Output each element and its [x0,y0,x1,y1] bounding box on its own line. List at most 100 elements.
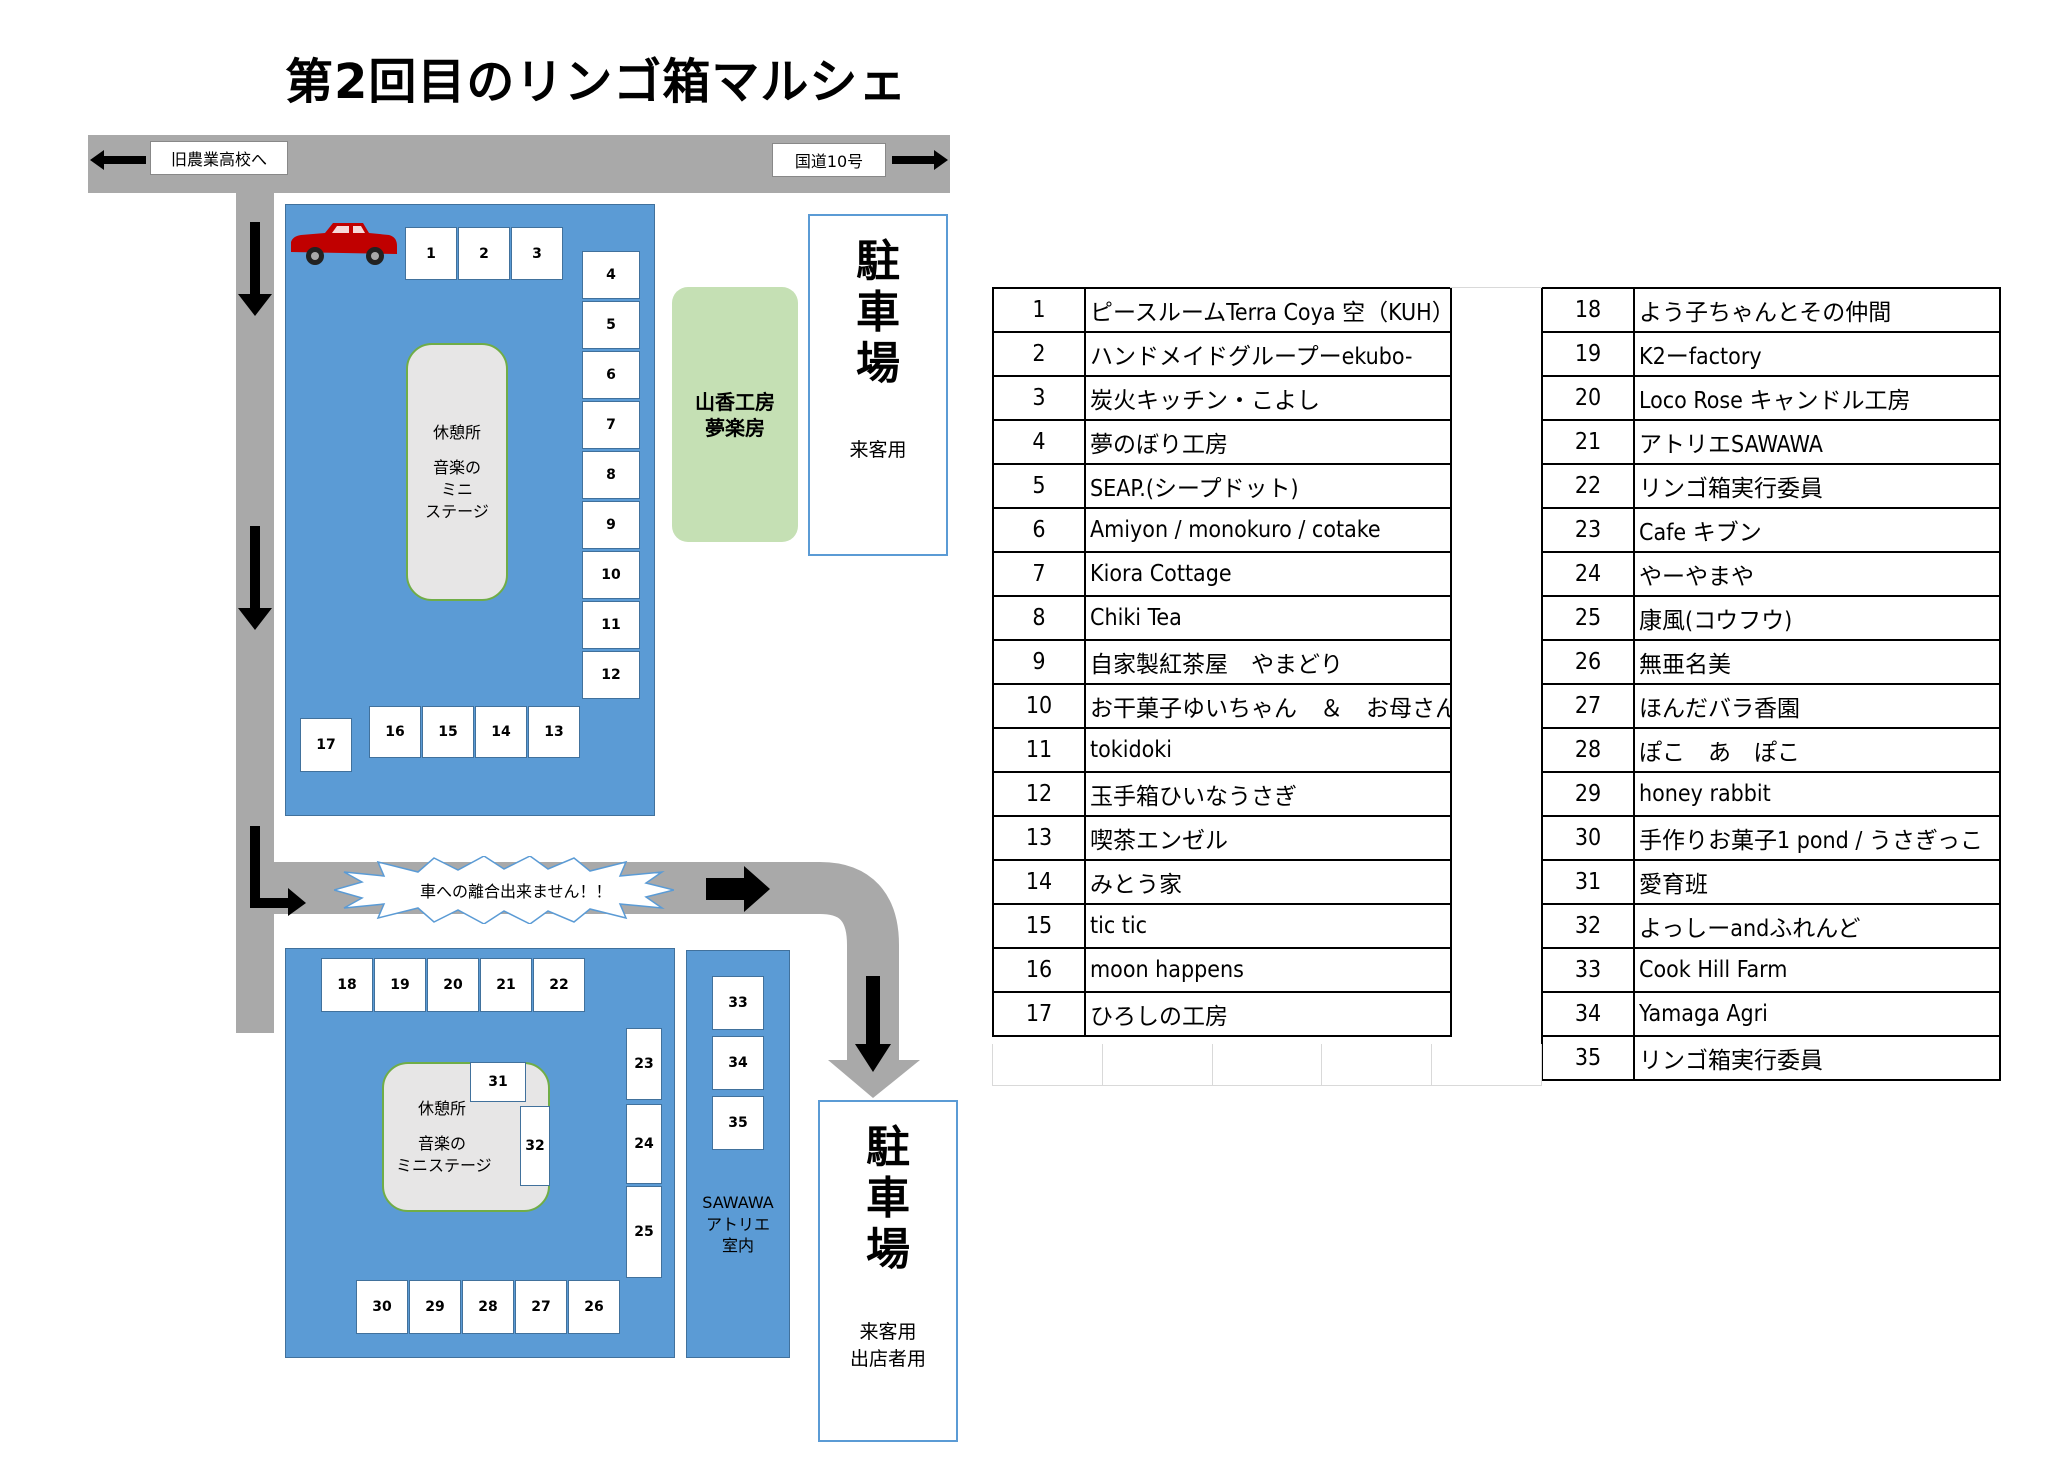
rest-area-north: 休憩所 音楽の ミニ ステージ [406,343,508,601]
sawawa-atelier-label: アトリエ [705,1214,770,1234]
arrow-down-icon [238,222,272,316]
vendor-name: moon happens [1084,947,1452,993]
vendor-number: 9 [992,639,1086,685]
booth-19[interactable]: 19 [374,958,426,1012]
vendor-name: ほんだバラ香園 [1633,683,2001,729]
booth-24[interactable]: 24 [626,1104,662,1184]
vendor-name: アトリエSAWAWA [1633,419,2001,465]
workshop-subname: 夢楽房 [705,415,765,440]
booth-23[interactable]: 23 [626,1028,662,1100]
booth-7[interactable]: 7 [582,401,640,449]
booth-22[interactable]: 22 [533,958,585,1012]
vendor-number: 35 [1541,1035,1635,1081]
vendor-number: 24 [1541,551,1635,597]
vendor-number: 29 [1541,771,1635,817]
vendor-number: 30 [1541,815,1635,861]
vendor-number: 32 [1541,903,1635,949]
booth-35[interactable]: 35 [712,1096,764,1150]
booth-4[interactable]: 4 [582,251,640,299]
vendor-name: Amiyon / monokuro / cotake [1084,507,1452,553]
booth-31[interactable]: 31 [470,1062,526,1102]
vendor-name: よっしーandふれんど [1633,903,2001,949]
vendor-number: 23 [1541,507,1635,553]
booth-21[interactable]: 21 [480,958,532,1012]
vendor-number: 6 [992,507,1086,553]
booth-18[interactable]: 18 [321,958,373,1012]
vendor-name: やーやまや [1633,551,2001,597]
booth-29[interactable]: 29 [409,1280,461,1334]
booth-5[interactable]: 5 [582,301,640,349]
vendor-name: リンゴ箱実行委員 [1633,463,2001,509]
vendor-name: お干菓子ゆいちゃん ＆ お母さん [1084,683,1452,729]
vendor-name: 炭火キッチン・こよし [1084,375,1452,421]
vendor-number: 16 [992,947,1086,993]
vendor-name: 無亜名美 [1633,639,2001,685]
booth-10[interactable]: 10 [582,551,640,599]
parking-char-1: 駐 [866,1122,910,1173]
vendor-number: 19 [1541,331,1635,377]
sign-old-agri-school: 旧農業高校へ [150,141,288,175]
vendor-name: tic tic [1084,903,1452,949]
vendor-name: ピースルームTerra Coya 空（KUH） [1084,287,1452,333]
booth-28[interactable]: 28 [462,1280,514,1334]
sawawa-name: SAWAWA [702,1193,774,1212]
arrow-corner-icon [250,826,306,916]
vendor-name: 愛育班 [1633,859,2001,905]
booth-15[interactable]: 15 [422,706,474,758]
vendor-number: 34 [1541,991,1635,1037]
parking-note-guest: 来客用 [859,1321,917,1344]
parking-north: 駐 車 場 来客用 [808,214,948,556]
booth-26[interactable]: 26 [568,1280,620,1334]
booth-8[interactable]: 8 [582,451,640,499]
vendor-number: 2 [992,331,1086,377]
vendor-name: 夢のぼり工房 [1084,419,1452,465]
booth-16[interactable]: 16 [369,706,421,758]
booth-13[interactable]: 13 [528,706,580,758]
booth-27[interactable]: 27 [515,1280,567,1334]
booth-3[interactable]: 3 [511,227,563,280]
booth-1[interactable]: 1 [405,227,457,280]
sawawa-label: SAWAWA アトリエ 室内 [686,1192,790,1257]
vendor-number: 12 [992,771,1086,817]
booth-6[interactable]: 6 [582,351,640,399]
vendor-number: 20 [1541,375,1635,421]
booth-30[interactable]: 30 [356,1280,408,1334]
booth-20[interactable]: 20 [427,958,479,1012]
arrow-right-icon [706,866,770,912]
booth-12[interactable]: 12 [582,651,640,699]
booth-32[interactable]: 32 [520,1106,550,1186]
vendor-number: 5 [992,463,1086,509]
vendor-name: honey rabbit [1633,771,2001,817]
page-title: 第2回目のリンゴ箱マルシェ [285,54,908,110]
booth-25[interactable]: 25 [626,1186,662,1278]
booth-34[interactable]: 34 [712,1036,764,1090]
vendor-number: 17 [992,991,1086,1037]
booth-11[interactable]: 11 [582,601,640,649]
booth-17[interactable]: 17 [300,718,352,772]
booth-9[interactable]: 9 [582,501,640,549]
stage-label-2: ミニ [440,480,473,499]
arrow-down-icon [238,526,272,630]
booth-33[interactable]: 33 [712,976,764,1030]
booth-14[interactable]: 14 [475,706,527,758]
booth-2[interactable]: 2 [458,227,510,280]
vendor-name: 喫茶エンゼル [1084,815,1452,861]
car-icon [291,223,397,265]
parking-char-2: 車 [866,1173,910,1225]
warning-burst-icon [334,856,674,924]
parking-note: 来客用 [849,439,907,462]
vendor-name: みとう家 [1084,859,1452,905]
vendor-name: Chiki Tea [1084,595,1452,641]
